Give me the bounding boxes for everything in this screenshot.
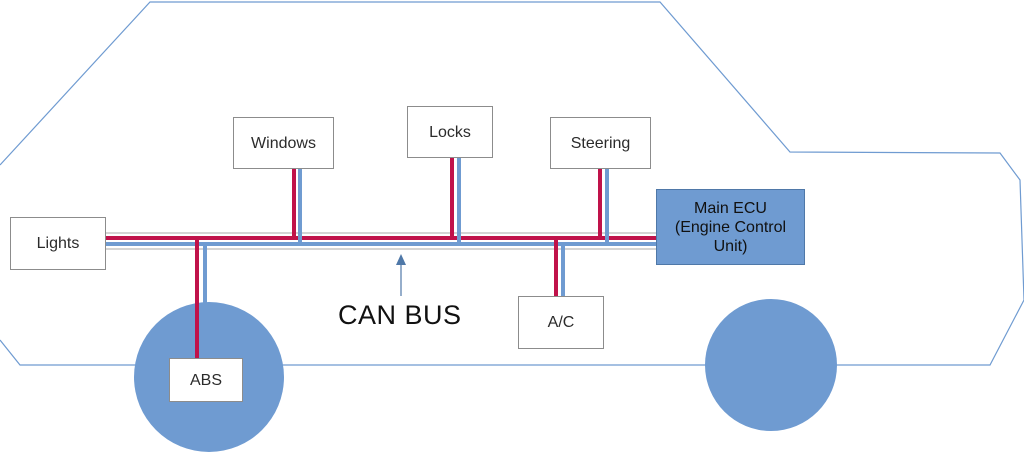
windows-label: Windows xyxy=(251,134,316,152)
steering-label: Steering xyxy=(570,134,631,152)
car-body-outline xyxy=(0,1,1024,366)
abs-label: ABS xyxy=(189,371,222,389)
windows-node: Windows xyxy=(233,117,334,169)
steering-drop xyxy=(598,168,609,244)
ecu-label-line-1: Main ECU xyxy=(694,199,767,217)
arrow-head xyxy=(396,254,406,265)
windows-drop xyxy=(292,168,302,244)
ac-label: A/C xyxy=(547,314,575,331)
steering-node: Steering xyxy=(550,117,651,169)
locks-drop xyxy=(450,157,461,244)
abs-drop xyxy=(195,238,207,360)
ecu-label-line-3: Unit) xyxy=(713,237,748,255)
locks-node: Locks xyxy=(407,106,493,158)
abs-node: ABS xyxy=(169,358,243,402)
can-bus-main-lines xyxy=(106,232,657,250)
lights-label: Lights xyxy=(36,235,80,252)
ac-drop xyxy=(554,238,565,298)
main-ecu-node: Main ECU (Engine Control Unit) xyxy=(656,189,805,265)
lights-node: Lights xyxy=(10,217,106,270)
locks-label: Locks xyxy=(429,123,471,141)
can-bus-pointer-arrow xyxy=(396,254,406,296)
can-bus-label: CAN BUS xyxy=(338,300,462,330)
front-wheel xyxy=(705,299,837,431)
ac-node: A/C xyxy=(518,296,604,349)
ecu-label-line-2: (Engine Control xyxy=(674,218,787,236)
